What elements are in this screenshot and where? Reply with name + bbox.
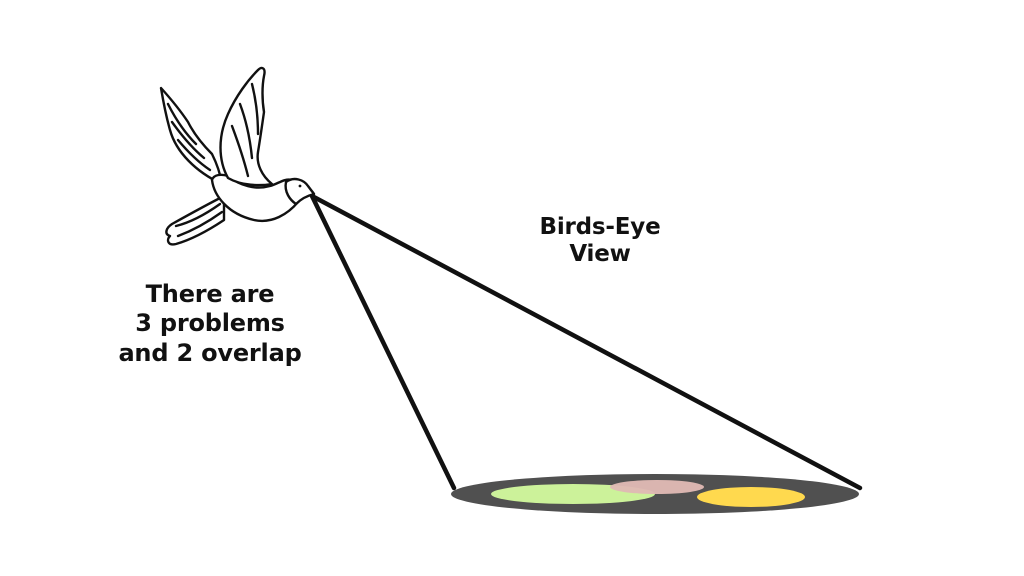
dove-eye	[298, 184, 302, 188]
dove-head	[284, 177, 316, 206]
problems-line-2: 3 problems	[135, 309, 285, 338]
birds-eye-view-line-2: View	[569, 241, 631, 268]
problem-ellipse-yellow	[697, 487, 805, 507]
dove-back-wing	[159, 86, 224, 186]
view-cone	[309, 193, 863, 491]
view-line-right	[309, 193, 863, 491]
birds-eye-view-label: Birds-Eye View	[500, 214, 700, 268]
problems-line-1: There are	[145, 280, 275, 308]
problem-ellipse-pink	[610, 480, 704, 494]
view-line-left	[309, 193, 457, 491]
problems-description: There are 3 problems and 2 overlap	[90, 280, 330, 368]
dove-icon	[159, 66, 316, 246]
birds-eye-view-line-1: Birds-Eye	[539, 214, 661, 240]
problems-line-3: and 2 overlap	[118, 338, 302, 367]
